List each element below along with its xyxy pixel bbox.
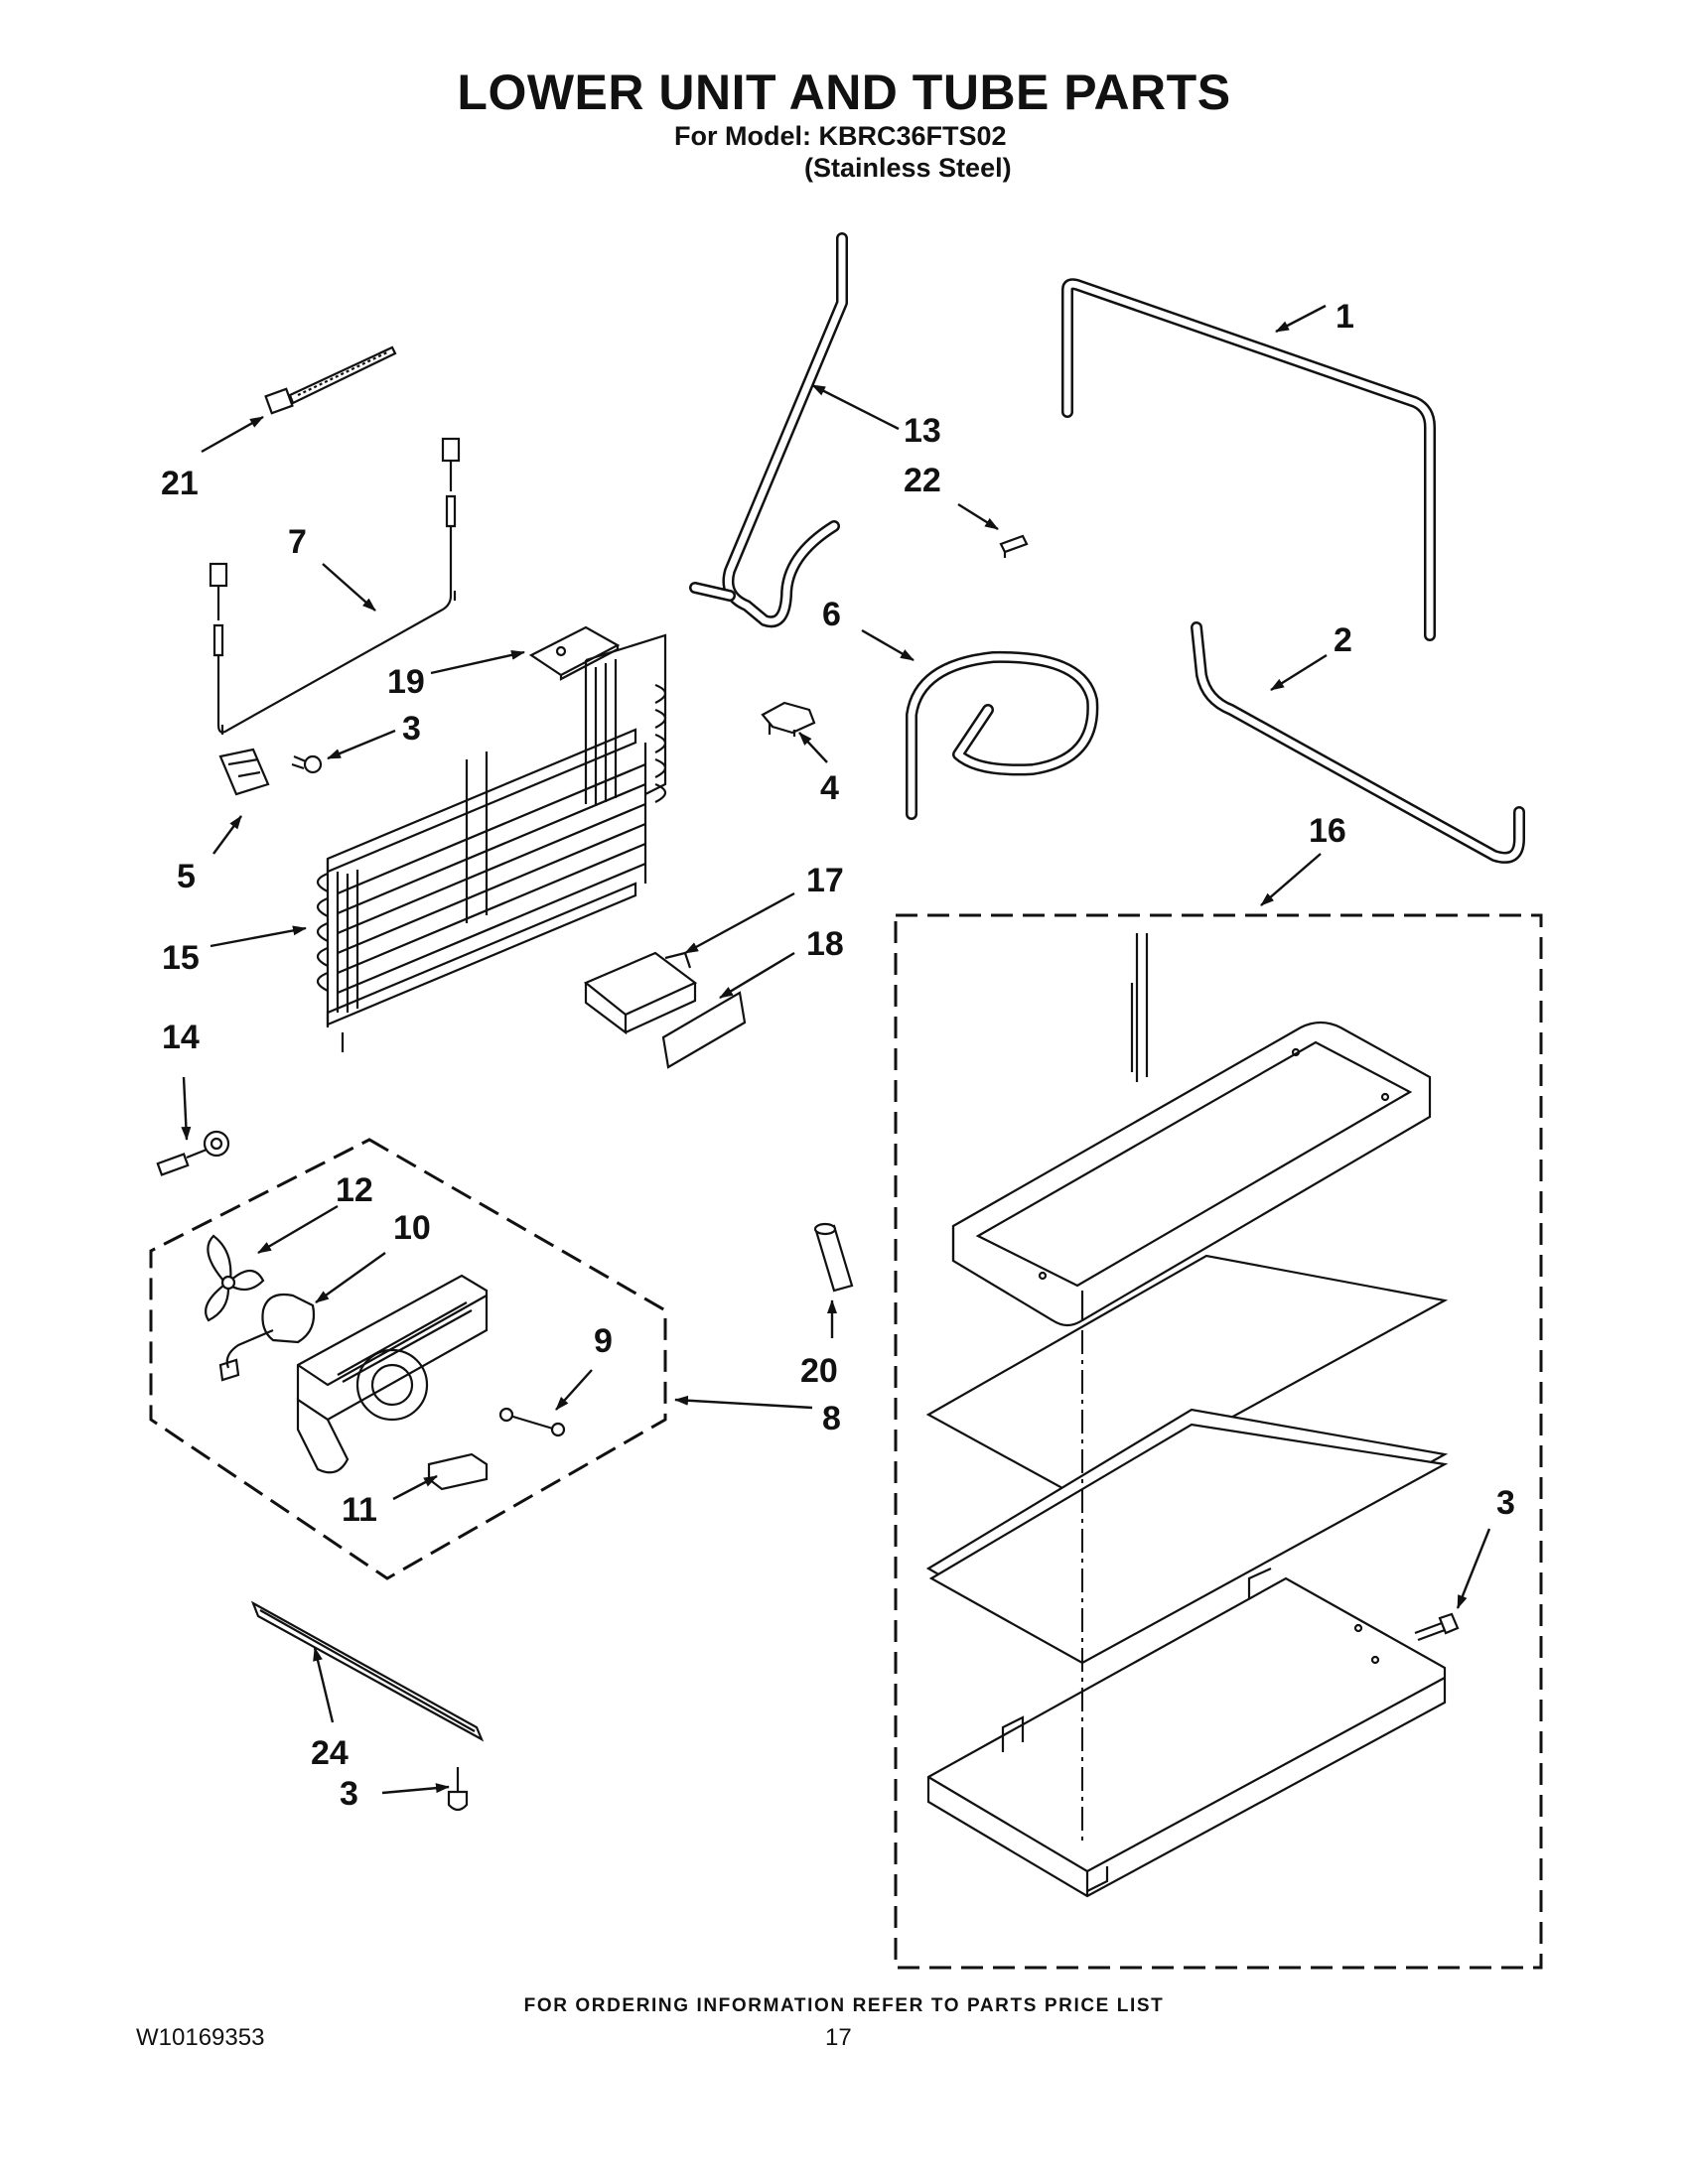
part-1-tube [1061,278,1436,641]
part-5-bracket [218,748,270,796]
part-8-fan-housing [296,1274,489,1474]
callout-6: 6 [822,596,841,633]
callout-5: 5 [177,858,196,895]
callout-15: 15 [162,939,200,977]
part-17-box [583,951,698,1035]
page-number: 17 [825,2024,852,2051]
part-14-sensor [156,1130,230,1176]
finish-line: (Stainless Steel) [804,153,1012,183]
part-9-wire [498,1407,566,1437]
part-16-drain-pan [951,933,1432,1327]
part-18-plate [661,991,747,1069]
part-6-coiled-tube [906,650,1099,820]
callout-8: 8 [822,1400,841,1437]
callout-20: 20 [800,1352,838,1390]
part-19-pad [528,625,621,681]
callout-13: 13 [904,412,941,450]
part-3-screw-bottom [447,1767,469,1812]
callout-3: 3 [402,710,421,748]
part-16-assembly-boundary [894,913,1543,1970]
ordering-note: FOR ORDERING INFORMATION REFER TO PARTS … [523,1995,1165,2016]
part-13-tube [689,232,848,628]
callout-9: 9 [594,1322,613,1360]
part-22-clip [999,534,1029,558]
part-2-tube [1191,621,1525,864]
callout-4: 4 [820,769,839,807]
part-15-evaporator [316,633,667,1052]
part-11-clip [427,1452,489,1491]
callout-14: 14 [162,1019,200,1056]
callout-2: 2 [1334,621,1352,659]
callout-12: 12 [336,1171,373,1209]
part-16-cover [926,1567,1447,1898]
callout-16: 16 [1309,812,1346,850]
part-12-fan-blade [205,1234,265,1322]
part-4-clip [761,701,816,737]
part-10-fan-motor [218,1293,316,1382]
part-8-assembly-boundary [149,1138,667,1580]
part-21-cable-tie [264,345,397,415]
callout-3-bottom: 3 [340,1775,358,1813]
part-20-spacer [813,1222,854,1293]
callout-10: 10 [393,1209,431,1247]
model-line: For Model: KBRC36FTS02 [674,121,1007,151]
callout-11: 11 [342,1491,377,1529]
part-24-strip [250,1600,485,1742]
callout-3-right: 3 [1496,1484,1515,1522]
callout-19: 19 [387,663,425,701]
callout-labels: 1 2 3 4 5 6 7 8 9 10 11 12 13 14 15 16 1… [161,298,1515,1813]
callout-17: 17 [806,862,844,899]
part-16-insulation-sheet-lower [925,1408,1449,1665]
leader-arrows [181,304,1491,1795]
part-3-screw-right [1414,1612,1460,1642]
callout-22: 22 [904,462,941,499]
callout-24: 24 [311,1734,349,1772]
callout-21: 21 [161,465,199,502]
part-3-screw [291,754,323,774]
part-16-insulation-sheet [925,1254,1449,1501]
part-7-wire-harness [209,437,461,735]
page-title: LOWER UNIT AND TUBE PARTS [457,65,1231,120]
callout-1: 1 [1336,298,1354,336]
document-number: W10169353 [136,2024,265,2051]
callout-7: 7 [288,523,307,561]
callout-18: 18 [806,925,844,963]
